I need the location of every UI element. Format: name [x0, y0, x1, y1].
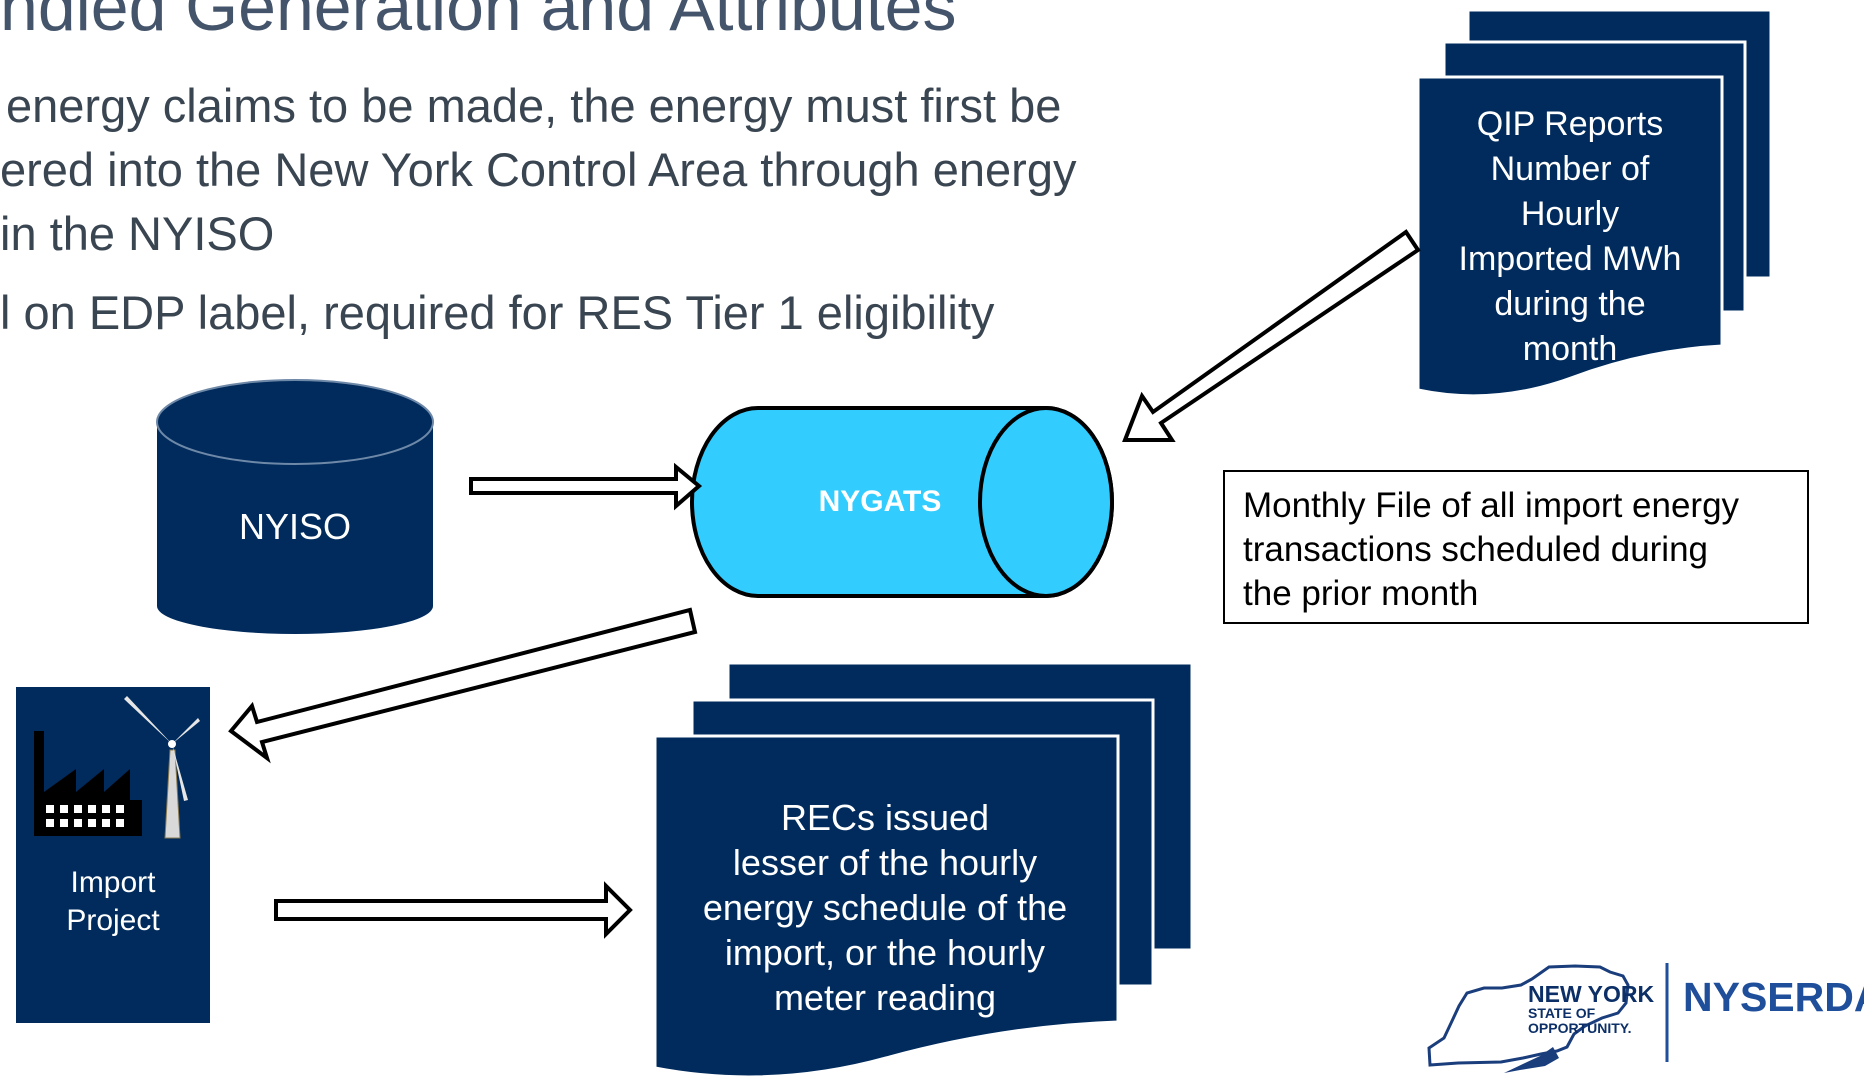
- new-york-state-map-icon: [1427, 964, 1630, 1073]
- import-line: Project: [66, 904, 160, 937]
- recs-line: RECs issued: [780, 797, 990, 838]
- nygats-label: NYGATS: [818, 485, 942, 518]
- recs-issued-document-stack: [653, 661, 1194, 1079]
- logo-state-line1: NEW YORK: [1528, 981, 1655, 1007]
- nyserda-logo-text: NYSERDA: [1683, 974, 1864, 1020]
- nygats-to-import-arrow: [228, 607, 698, 764]
- nyiso-label: NYISO: [238, 506, 352, 547]
- qip-reports-document-stack: [1416, 8, 1773, 398]
- bullet-line-3: in the NYISO: [0, 207, 275, 260]
- slide-title: ndled Generation and Attributes: [0, 0, 957, 45]
- nyiso-database-shape: [156, 379, 434, 634]
- note-line: the prior month: [1243, 574, 1479, 613]
- import-project-label: Import Project: [15, 864, 211, 940]
- import-line: Import: [70, 866, 156, 899]
- nyiso-to-nygats-arrow: [469, 462, 703, 511]
- recs-issued-text: RECs issued lesser of the hourly energy …: [680, 795, 1090, 1020]
- bullet-line-2: ered into the New York Control Area thro…: [0, 143, 1077, 196]
- qip-line: Imported MWh: [1458, 240, 1682, 278]
- logo-state-line2: STATE OF: [1528, 1005, 1596, 1021]
- wind-turbine-icon: [124, 696, 200, 839]
- bullet-line-4: l on EDP label, required for RES Tier 1 …: [0, 286, 995, 339]
- qip-line: during the: [1494, 285, 1646, 323]
- nygats-cylinder-shape: [690, 406, 1114, 598]
- note-line: Monthly File of all import energy: [1243, 486, 1740, 525]
- recs-line: energy schedule of the: [702, 887, 1068, 928]
- recs-line: meter reading: [773, 977, 997, 1018]
- factory-icon: [34, 731, 142, 836]
- qip-line: month: [1522, 330, 1618, 368]
- qip-line: QIP Reports: [1476, 105, 1664, 143]
- logo-state-line3: OPPORTUNITY.: [1528, 1020, 1632, 1036]
- bullet-line-1: energy claims to be made, the energy mus…: [6, 79, 1062, 132]
- qip-line: Hourly: [1520, 195, 1620, 233]
- note-line: transactions scheduled during: [1243, 530, 1709, 569]
- new-york-state-logo-text: NEW YORK STATE OF OPPORTUNITY.: [1528, 982, 1654, 1036]
- recs-line: lesser of the hourly: [732, 842, 1038, 883]
- recs-line: import, or the hourly: [724, 932, 1046, 973]
- qip-to-nygats-arrow: [1122, 229, 1421, 442]
- qip-reports-text: QIP Reports Number of Hourly Imported MW…: [1418, 102, 1722, 372]
- import-project-box: [14, 685, 212, 1025]
- monthly-file-note: Monthly File of all import energy transa…: [1223, 470, 1809, 624]
- import-to-recs-arrow: [274, 881, 633, 939]
- qip-line: Number of: [1490, 150, 1650, 188]
